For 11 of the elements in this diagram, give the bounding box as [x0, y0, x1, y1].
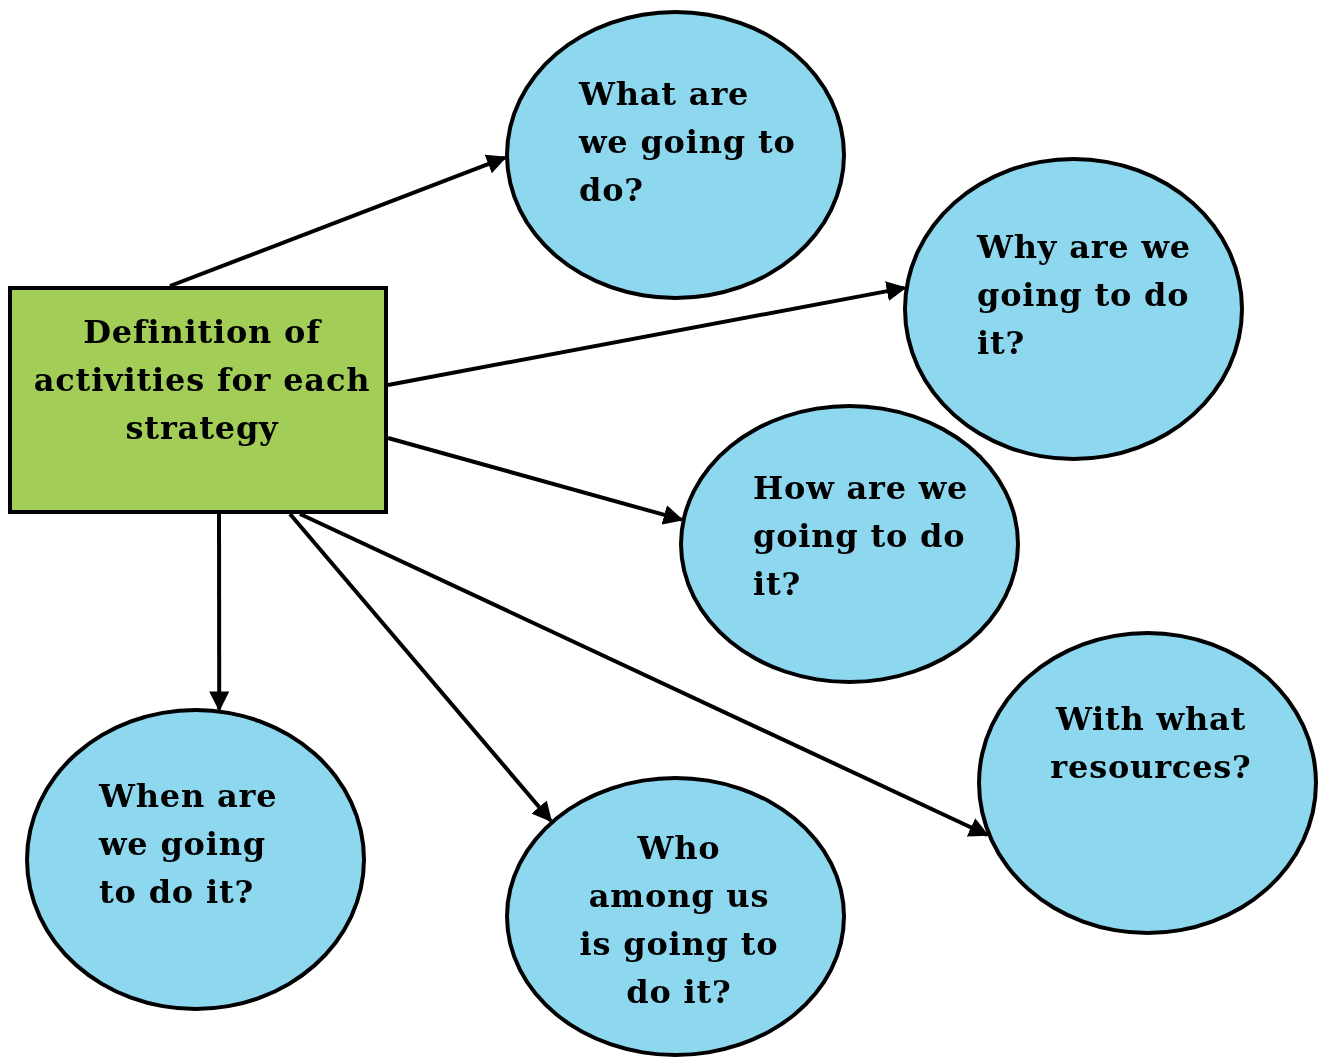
- arrow: [288, 512, 553, 823]
- node-label: What are we going to do?: [579, 74, 797, 211]
- node-label: Definition of activities for each strategy: [32, 312, 372, 449]
- arrow: [169, 154, 507, 288]
- node-label: When are we going to do it?: [99, 776, 279, 913]
- activity-box: [8, 286, 388, 514]
- node-label: How are we going to do it?: [753, 468, 970, 605]
- node-label: With what resources?: [1049, 699, 1253, 788]
- node-label: Who among us is going to do it?: [578, 828, 780, 1013]
- arrow: [209, 514, 230, 712]
- node-label: Why are we going to do it?: [977, 227, 1192, 364]
